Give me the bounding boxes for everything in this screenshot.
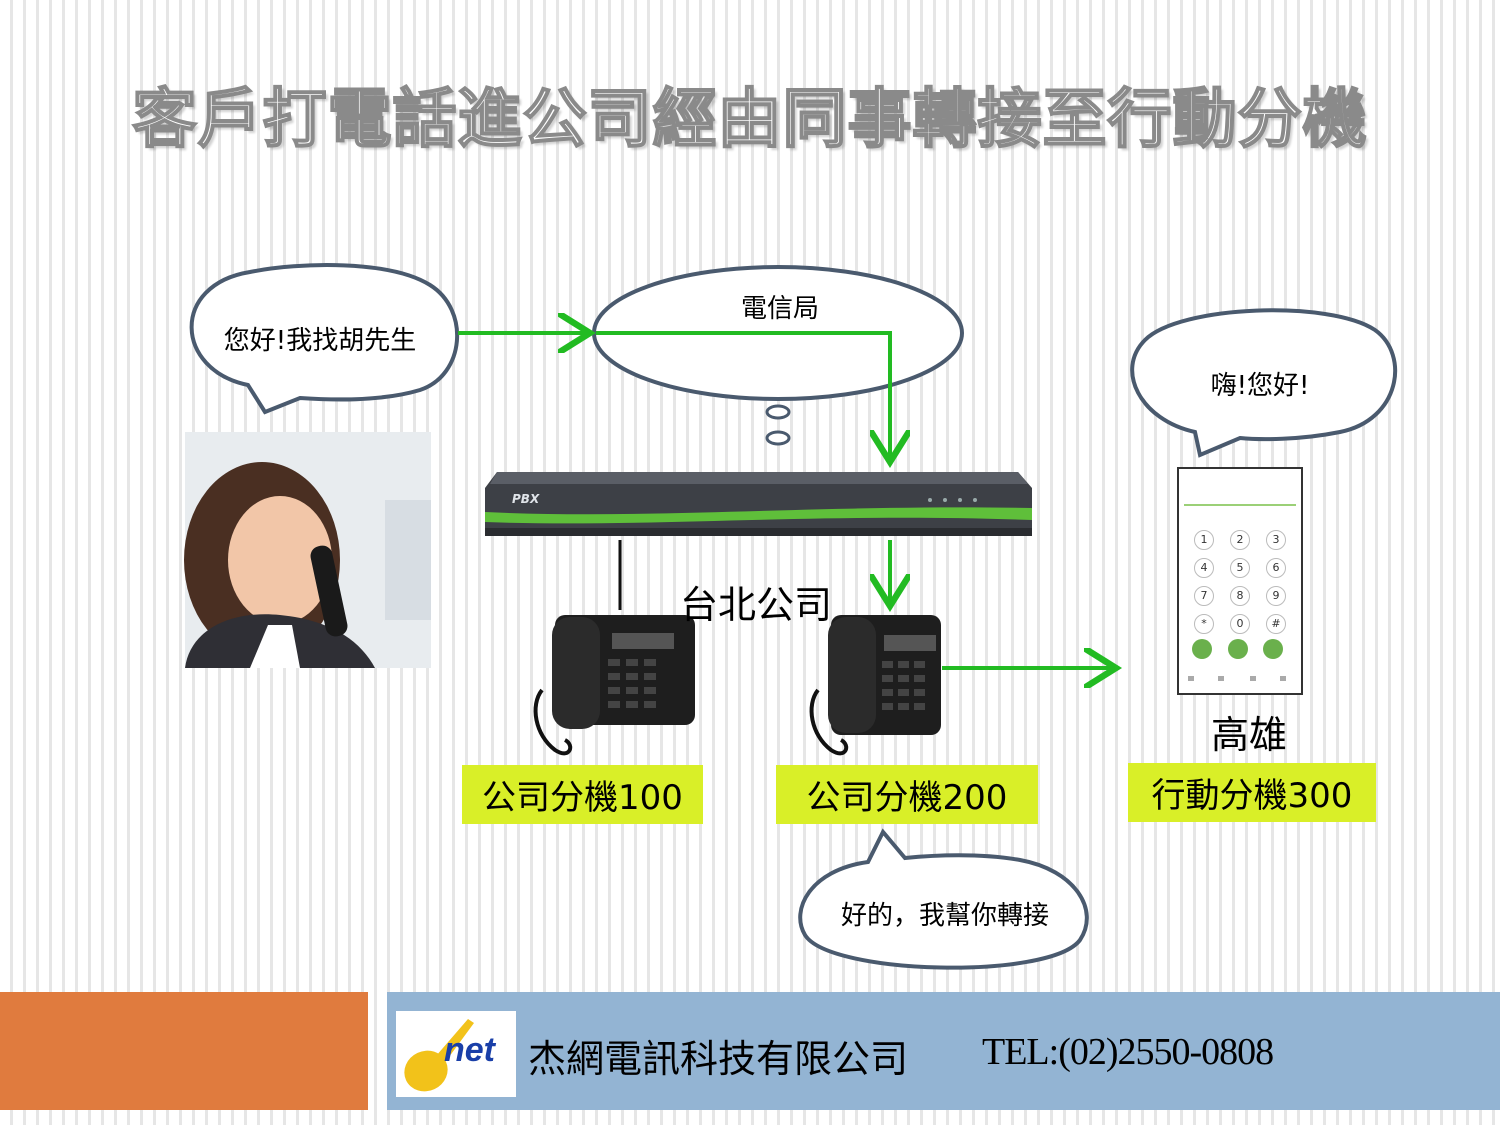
dialpad-key[interactable]: 9 <box>1266 586 1286 606</box>
customer-photo <box>184 432 431 668</box>
desk-phone-200 <box>809 615 941 756</box>
customer-speech-bubble <box>189 263 460 415</box>
dialpad-key[interactable]: 8 <box>1230 586 1250 606</box>
dialpad-key[interactable]: 2 <box>1230 530 1250 550</box>
pbx-brand-label: PBX <box>512 492 540 506</box>
extension-100-label: 公司分機100 <box>462 765 703 824</box>
call-flow-arrows <box>458 333 1112 668</box>
dialpad-key[interactable]: * <box>1194 614 1214 634</box>
dialpad-key[interactable]: 5 <box>1230 558 1250 578</box>
pbx-device <box>485 472 1032 536</box>
dialpad-key[interactable]: 1 <box>1194 530 1214 550</box>
dialpad-key[interactable]: 4 <box>1194 558 1214 578</box>
telecom-label: 電信局 <box>740 294 819 324</box>
colleague-reply-text: 好的，我幫你轉接 <box>840 901 1049 931</box>
page-title: 客戶打電話進公司經由同事轉接至行動分機 <box>132 82 1368 158</box>
kaohsiung-label: 高雄 <box>1211 713 1288 757</box>
smartphone <box>1177 467 1303 695</box>
dialpad-key[interactable]: 0 <box>1230 614 1250 634</box>
company-name: 杰網電訊科技有限公司 <box>528 1037 909 1081</box>
company-logo: net <box>396 1011 516 1097</box>
arrow-telecom-to-pbx <box>596 331 890 458</box>
dialpad-key[interactable]: 3 <box>1266 530 1286 550</box>
customer-greeting-text: 您好!我找胡先生 <box>223 326 417 356</box>
mobile-greeting-text: 嗨!您好! <box>1210 371 1310 401</box>
colleague-speech-bubble <box>798 828 1089 970</box>
mobile-extension-300-label: 行動分機300 <box>1128 763 1376 822</box>
logo-text: net <box>444 1031 497 1069</box>
dialpad-key[interactable]: 6 <box>1266 558 1286 578</box>
dialpad-key[interactable]: 7 <box>1194 586 1214 606</box>
company-phone: TEL:(02)2550-0808 <box>982 1031 1274 1073</box>
logo-icon: net <box>404 1019 497 1092</box>
extension-200-label: 公司分機200 <box>776 765 1038 824</box>
mobile-speech-bubble <box>1130 308 1398 458</box>
footer-accent-block <box>0 992 368 1110</box>
desk-phone-100 <box>533 615 695 756</box>
footer-bar <box>387 992 1500 1110</box>
taipei-office-label: 台北公司 <box>680 583 833 627</box>
dialpad-key[interactable]: # <box>1266 614 1286 634</box>
